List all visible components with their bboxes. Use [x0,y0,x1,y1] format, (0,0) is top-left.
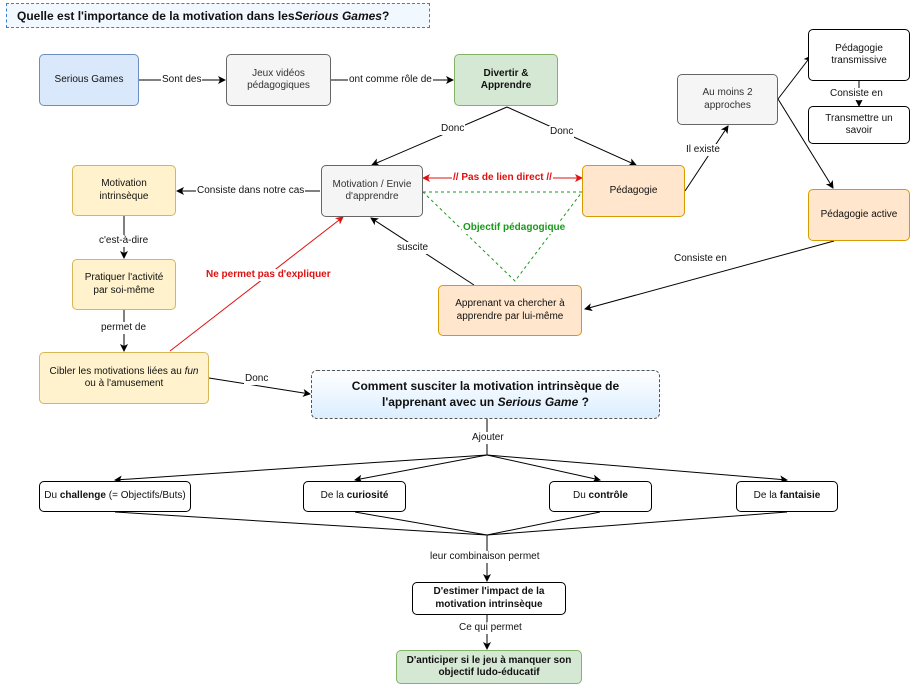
node-challenge-text: Du challenge (= Objectifs/Buts) [44,490,185,503]
node-au-moins-text: Au moins 2 approches [702,87,753,111]
question-text: Comment susciter la motivation intrinsèq… [352,379,619,410]
node-challenge-after: (= Objectifs/Buts) [105,490,186,502]
label-suscite: suscite [396,242,430,254]
label-ce-qui-permet: Ce qui permet [458,622,523,634]
node-pratiquer-text: Pratiquer l'activité par soi-même [84,272,164,296]
node-pedagogie-active: Pédagogie active [808,189,910,241]
label-il-existe: Il existe [685,144,721,156]
node-cibler-italic: fun [184,365,199,377]
arrow-fork-to-fantaisie [486,454,788,484]
label-pas-de-lien: // Pas de lien direct // [452,172,553,184]
node-anticiper: D'anticiper si le jeu à manquer son obje… [396,650,582,684]
node-motivation: Motivation / Envie d'apprendre [321,165,423,217]
line-challenge-to-join [114,511,488,536]
arrow-fork-to-curiosite [354,454,488,483]
question-suffix: ? [578,394,589,409]
node-curiosite-before: De la [320,490,347,502]
line-controle-to-join [486,511,601,536]
node-transmettre-text: Transmettre un savoir [825,112,893,137]
node-fantaisie-text: De la fantaisie [754,490,821,503]
node-transmissive-text: Pédagogie transmissive [831,42,887,67]
node-motivation-text: Motivation / Envie d'apprendre [332,178,412,203]
node-controle-before: Du [572,490,589,502]
node-estimer-text: D'estimer l'impact de la motivation intr… [433,586,545,610]
node-fantaisie-before: De la [753,490,780,502]
title-suffix: ? [381,8,390,23]
node-curiosite-bold: curiosité [346,490,389,502]
node-fantaisie-bold: fantaisie [779,490,821,502]
node-pedagogie-text: Pédagogie [609,184,658,196]
label-consiste-en-mid: Consiste en [673,253,728,265]
question-line1: Comment susciter la motivation intrinsèq… [351,378,620,393]
node-pedagogie-transmissive: Pédagogie transmissive [808,29,910,81]
line-fantaisie-to-join [486,511,788,536]
title-italic: Serious Games [294,8,382,23]
node-serious-games-text: Serious Games [54,73,124,85]
node-active-text: Pédagogie active [820,208,898,220]
label-sont-des: Sont des [161,74,203,86]
question-line2: l'apprenant avec un [382,394,498,409]
node-apprenant: Apprenant va chercher à apprendre par lu… [438,285,582,336]
node-challenge-bold: challenge [59,490,106,502]
node-au-moins-2: Au moins 2 approches [677,74,778,125]
arrow-cibler-to-question [208,377,311,397]
arrow-pedagogie-to-approches [684,125,729,192]
node-cibler-before: Cibler les motivations liées au [49,365,185,377]
node-pratiquer: Pratiquer l'activité par soi-même [72,259,176,310]
central-question: Comment susciter la motivation intrinsèq… [311,370,660,419]
node-motivation-intrinseque: Motivation intrinsèque [72,165,176,216]
node-transmettre: Transmettre un savoir [808,106,910,144]
label-consiste-en-top: Consiste en [829,88,884,100]
label-leur-combinaison: leur combinaison permet [429,551,541,563]
label-ajouter: Ajouter [471,432,505,444]
node-estimer: D'estimer l'impact de la motivation intr… [412,582,566,615]
node-curiosite: De la curiosité [303,481,406,512]
arrow-divertir-to-motivation [371,106,508,166]
line-curiosite-to-join [354,511,488,536]
arrow-approches-to-transmissive [777,55,812,100]
arrow-approches-to-active [777,98,834,189]
node-serious-games: Serious Games [39,54,139,106]
label-ne-permet-pas: Ne permet pas d'expliquer [205,269,332,281]
node-apprenant-text: Apprenant va chercher à apprendre par lu… [455,298,565,322]
node-fantaisie: De la fantaisie [736,481,838,512]
node-intrinseque-text: Motivation intrinsèque [99,178,149,202]
objective-triangle [421,191,584,282]
node-challenge: Du challenge (= Objectifs/Buts) [39,481,191,512]
diagram-title: Quelle est l'importance de la motivation… [6,3,430,28]
label-cest-a-dire: c'est-à-dire [98,235,150,247]
label-permet-de: permet de [100,322,148,334]
node-controle-text: Du contrôle [573,490,628,503]
node-divertir-apprendre: Divertir & Apprendre [454,54,558,106]
node-controle-bold: contrôle [588,490,628,502]
node-curiosite-text: De la curiosité [321,490,389,503]
node-challenge-before: Du [44,490,60,502]
arrow-fork-to-challenge [114,454,488,484]
arrow-fork-to-controle [486,454,601,483]
node-cibler: Cibler les motivations liées au fun ou à… [39,352,209,404]
label-donc-right: Donc [549,126,575,138]
node-divertir-text: Divertir & Apprendre [480,67,532,92]
arrow-cibler-to-motivation [169,216,344,352]
question-italic: Serious Game [497,394,579,409]
node-jeux-videos: Jeux vidéos pédagogiques [226,54,331,106]
node-cibler-text: Cibler les motivations liées au fun ou à… [44,366,204,391]
label-donc-left: Donc [440,123,466,135]
label-ont-comme-role: ont comme rôle de [348,74,433,86]
node-controle: Du contrôle [549,481,652,512]
node-pedagogie: Pédagogie [582,165,685,217]
node-anticiper-text: D'anticiper si le jeu à manquer son obje… [406,654,572,679]
title-text: Quelle est l'importance de la motivation… [17,8,295,23]
label-objectif-pedagogique: Objectif pédagogique [462,222,567,234]
label-donc-bottom: Donc [244,373,270,385]
node-jeux-videos-text: Jeux vidéos pédagogiques [247,67,310,92]
arrow-active-to-apprenant [584,240,835,312]
node-cibler-after: ou à l'amusement [84,378,164,389]
label-consiste-dans: Consiste dans notre cas [196,185,306,197]
